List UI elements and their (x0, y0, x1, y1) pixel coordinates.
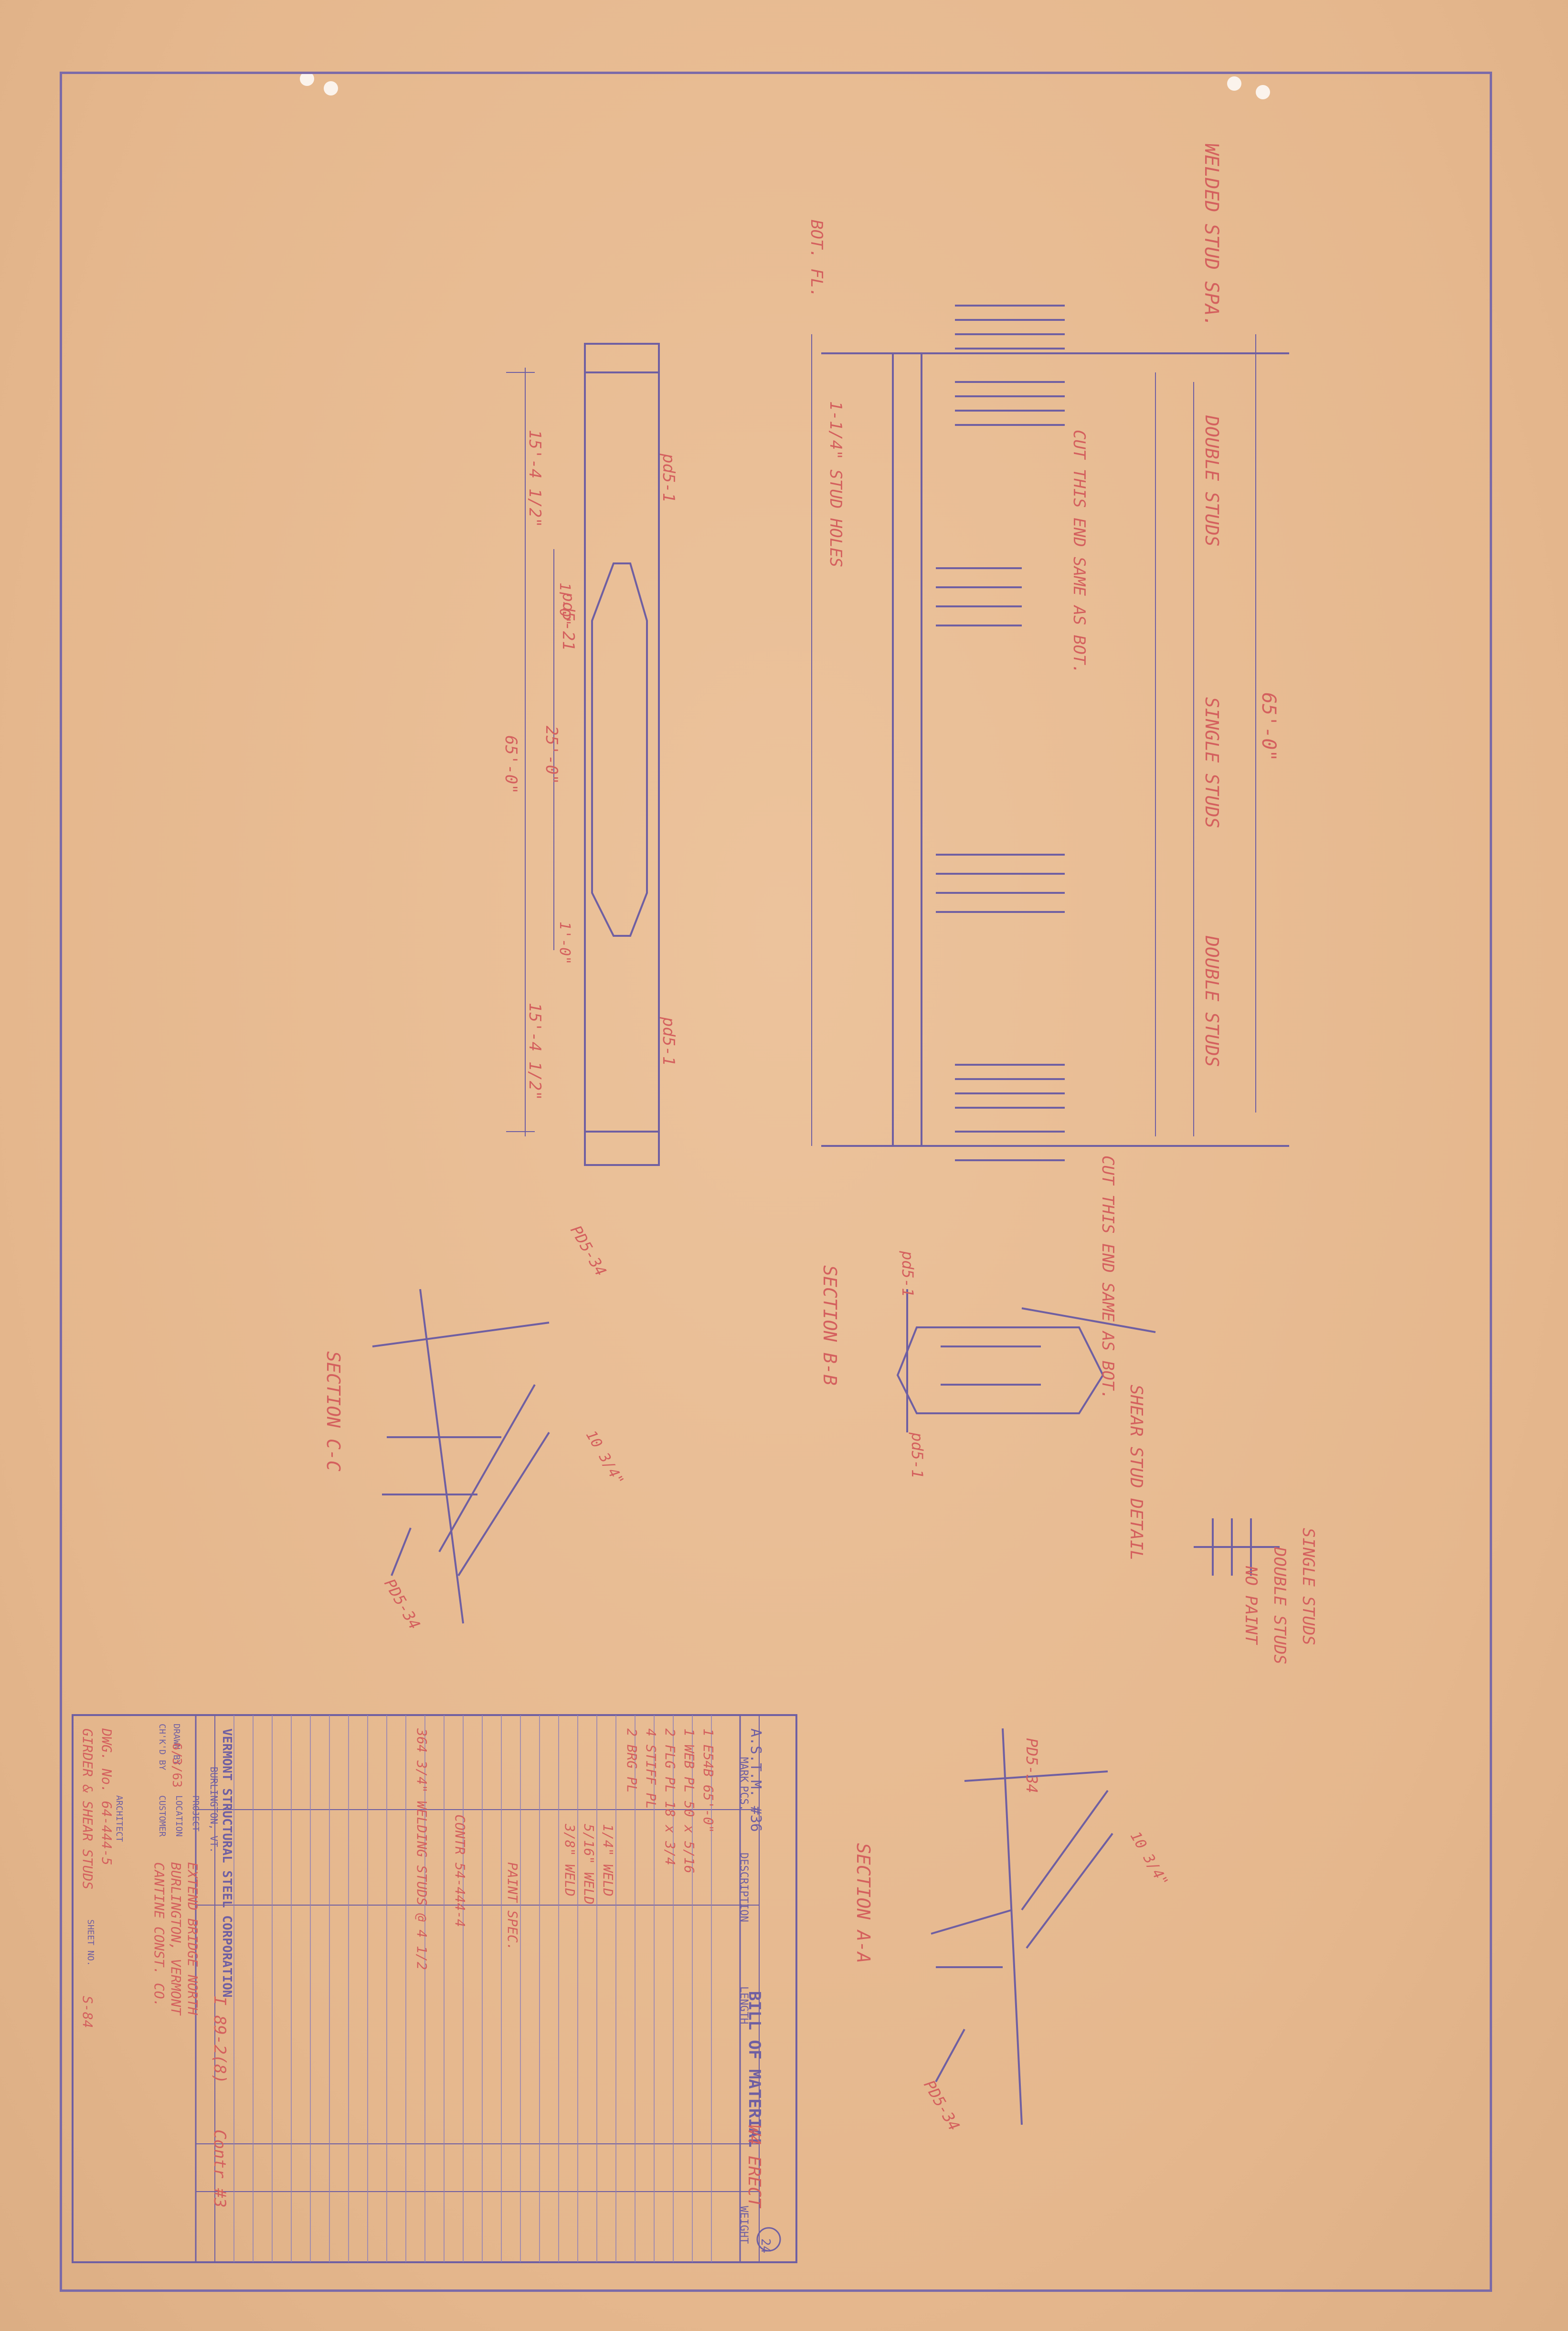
web-elevation (892, 352, 922, 1147)
cut-top-note: CUT THIS END SAME AS BOT. (1070, 430, 1089, 674)
sheet-value: S-84 (80, 1996, 95, 2028)
checked-by-label: CH'K'D BY (157, 1724, 167, 1770)
flange-plan (584, 343, 660, 1166)
stud-holes-note: 1-1/4" STUD HOLES (826, 401, 845, 567)
shear-single-label: SINGLE STUDS (1299, 1528, 1318, 1645)
bom-row: 4 STIFF PL (643, 1728, 659, 1809)
cut-bottom-note: CUT THIS END SAME AS BOT. (1098, 1155, 1117, 1400)
date-stamp: 6/3/63 (170, 1743, 184, 1788)
punch-hole (324, 81, 338, 95)
pd-aa-top: PD5-34 (1023, 1738, 1041, 1793)
dim-1-0-top: 1'-0" (556, 583, 573, 626)
double-studs-bottom-label: DOUBLE STUDS (1201, 936, 1222, 1067)
bom-row: 2 BRG PL (624, 1728, 640, 1793)
stud-group-mid1 (936, 567, 1022, 626)
title-block-grid (72, 1714, 797, 2263)
bom-row: 1/4" WELD (600, 1824, 616, 1897)
pd-bb: pd5-1 (899, 1251, 917, 1297)
dim-65-0: 65'-0" (501, 735, 520, 794)
title-block (72, 1714, 797, 2263)
bom-header-description: DESCRIPTION (738, 1853, 750, 1922)
project-label: PROJECT (191, 1795, 201, 1832)
dim-1-0-bottom: 1'-0" (556, 922, 573, 965)
shear-stud-detail (1194, 1518, 1280, 1576)
contract-number: Contr #3 (210, 2130, 229, 2208)
single-studs-label: SINGLE STUDS (1201, 697, 1222, 828)
company-name: VERMONT STRUCTURAL STEEL CORPORATION (220, 1728, 234, 1998)
section-cc (372, 1289, 550, 1624)
bom-erect: W4 ERECT (744, 2125, 764, 2208)
dim-15-4-top: 15'-4 1/2" (525, 430, 544, 528)
bom-header-length: LENGTH (738, 1986, 750, 2024)
section-cc-label: SECTION C-C (323, 1351, 344, 1472)
welded-stud-note: WELDED STUD SPA. (1200, 143, 1222, 328)
section-bb (896, 1289, 1156, 1432)
bom-row: 2 FLG PL 18 x 3/4 (662, 1728, 678, 1865)
pd-mark-1b: pd5-1 (659, 1017, 678, 1066)
bom-row: 364 3/4" WELDING STUDS @ 4 1/2 (414, 1728, 430, 1970)
bom-row: 3/8" WELD (562, 1824, 578, 1897)
shear-paint-label: NO PAINT (1241, 1566, 1261, 1644)
punch-hole (300, 72, 314, 86)
overall-span-label: 65'-0" (1258, 692, 1280, 762)
bom-row: 1 E54B 65'-0" (700, 1728, 716, 1833)
bom-row: CONTR 54-444-4 (452, 1814, 468, 1928)
sheet-circle (756, 2227, 781, 2252)
project-value: EXTEND BRIDGE NORTH (185, 1862, 201, 2015)
double-studs-top-label: DOUBLE STUDS (1201, 415, 1222, 547)
punch-hole (1227, 76, 1241, 91)
customer-label: CUSTOMER (157, 1795, 167, 1837)
architect-label: ARCHITECT (114, 1795, 124, 1842)
bom-header-mark: MARK (738, 1757, 750, 1782)
bom-row: 1 WEB PL 50 x 5/16 (681, 1728, 697, 1874)
shear-double-label: DOUBLE STUDS (1270, 1547, 1289, 1664)
dim-15-4-bottom: 15'-4 1/2" (525, 1003, 544, 1101)
bom-header-weight: WEIGHT (738, 2206, 750, 2244)
bom-row: PAINT SPEC. (505, 1862, 520, 1951)
flange-taper (591, 562, 648, 937)
section-aa (931, 1728, 1113, 2125)
dim-25-0: 25'-0" (542, 726, 561, 784)
section-aa-label: SECTION A-A (853, 1843, 874, 1963)
stud-group-top (955, 305, 1065, 426)
dwg-number: DWG. No. 64-444-5 (99, 1728, 115, 1865)
stud-group-mid2 (936, 854, 1065, 913)
pd-bb-2: pd5-1 (908, 1432, 926, 1479)
sheet-label: SHEET NO. (85, 1919, 95, 1966)
pd-mark-1a: pd5-1 (659, 454, 678, 503)
bom-row: 5/16" WELD (581, 1824, 597, 1905)
job-number: I 89-2(8) (210, 1996, 229, 2084)
location-label: LOCATION (174, 1795, 184, 1837)
bottom-flange-note: BOT. FL. (807, 220, 826, 298)
bom-header-pcs: PCS. (738, 1786, 750, 1811)
sheet-circle-number: 24 (758, 2238, 773, 2254)
shear-detail-title: SHEAR STUD DETAIL (1126, 1385, 1146, 1561)
sheet-border (60, 72, 1492, 2292)
customer-value: CANTINE CONST. CO. (151, 1862, 167, 2007)
girder-title: GIRDER & SHEAR STUDS (80, 1728, 95, 1890)
bom-spec: A.S.T.M. #36 (747, 1728, 764, 1832)
section-bb-label: SECTION B-B (819, 1265, 840, 1386)
punch-hole (1256, 85, 1270, 99)
location-value: BURLINGTON, VERMONT (168, 1862, 184, 2015)
company-city: BURLINGTON, VT. (208, 1767, 220, 1853)
stud-group-bottom (955, 1064, 1065, 1161)
